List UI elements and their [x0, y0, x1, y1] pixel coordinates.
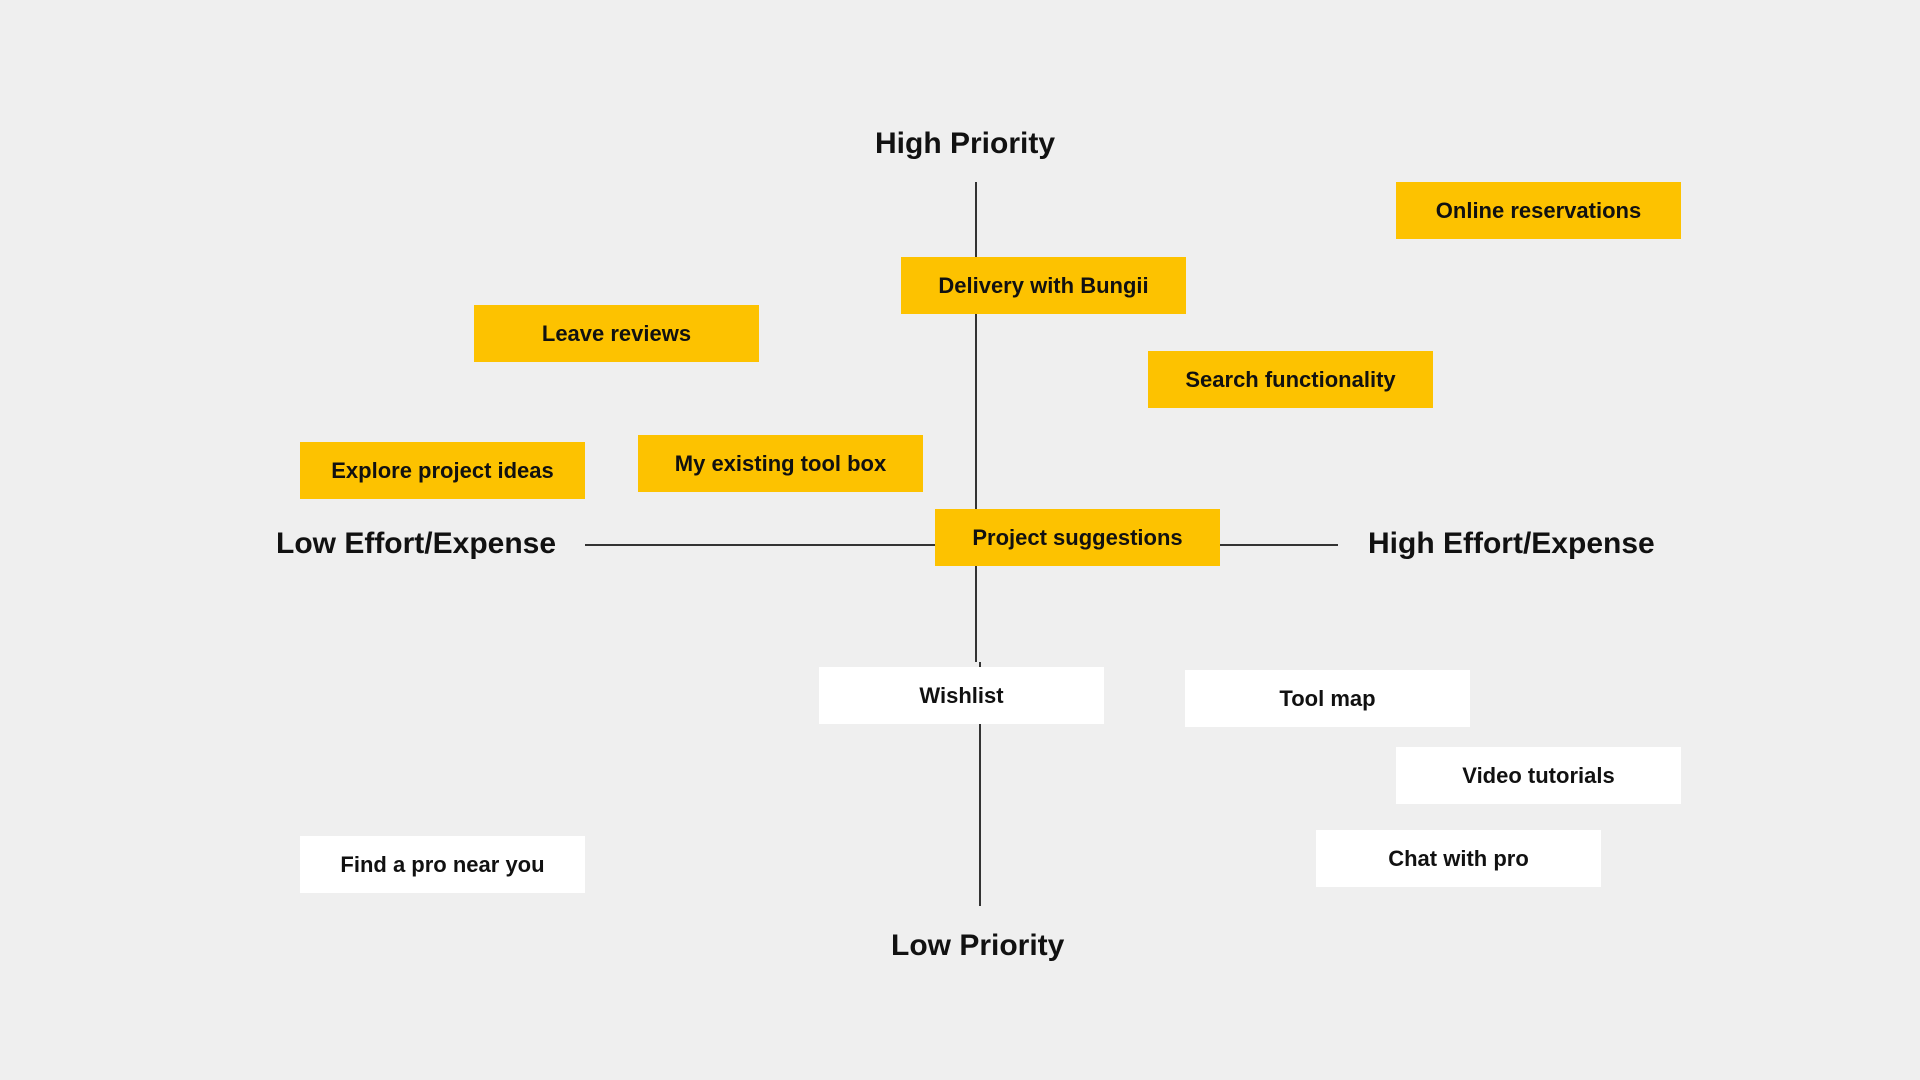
note-wishlist: Wishlist [819, 667, 1104, 724]
note-chat-with-pro: Chat with pro [1316, 830, 1601, 887]
note-my-existing-tool-box: My existing tool box [638, 435, 923, 492]
note-search-functionality: Search functionality [1148, 351, 1433, 408]
vertical-axis-upper [975, 182, 977, 662]
note-find-a-pro-near-you: Find a pro near you [300, 836, 585, 893]
axis-label-low-priority: Low Priority [891, 929, 1065, 962]
note-tool-map: Tool map [1185, 670, 1470, 727]
axis-label-low-effort: Low Effort/Expense [276, 527, 557, 560]
axis-label-high-effort: High Effort/Expense [1368, 527, 1655, 560]
note-project-suggestions: Project suggestions [935, 509, 1220, 566]
note-explore-project-ideas: Explore project ideas [300, 442, 585, 499]
note-leave-reviews: Leave reviews [474, 305, 759, 362]
note-video-tutorials: Video tutorials [1396, 747, 1681, 804]
note-online-reservations: Online reservations [1396, 182, 1681, 239]
note-delivery-with-bungii: Delivery with Bungii [901, 257, 1186, 314]
vertical-axis-lower [979, 662, 981, 906]
axis-label-high-priority: High Priority [875, 127, 1056, 160]
